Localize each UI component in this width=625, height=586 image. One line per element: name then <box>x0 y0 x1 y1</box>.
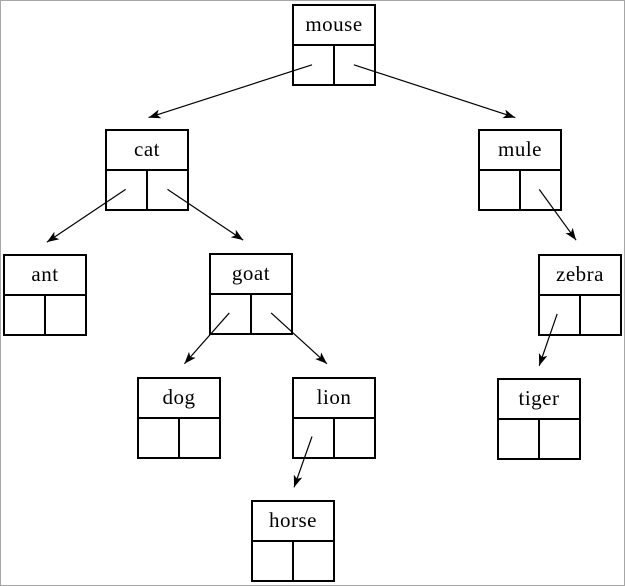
tree-node-dog: dog <box>137 377 221 459</box>
edge-lion-horse <box>293 436 313 488</box>
edge-cat-goat <box>167 188 244 241</box>
left-pointer-cell <box>253 542 294 580</box>
node-label: goat <box>211 255 291 295</box>
node-label: zebra <box>540 256 620 296</box>
node-pointer-cells <box>107 171 187 209</box>
right-pointer-cell <box>148 171 187 209</box>
edge-cat-ant <box>46 188 126 243</box>
node-pointer-cells <box>211 295 291 333</box>
right-pointer-cell <box>46 296 85 334</box>
right-pointer-cell <box>335 419 374 457</box>
edge-mouse-cat <box>148 64 313 119</box>
tree-node-mouse: mouse <box>292 4 376 86</box>
left-pointer-cell <box>540 296 581 334</box>
tree-node-tiger: tiger <box>497 378 581 460</box>
tree-node-cat: cat <box>105 129 189 211</box>
left-pointer-cell <box>107 171 148 209</box>
node-pointer-cells <box>139 419 219 457</box>
node-label: mouse <box>294 6 374 46</box>
edge-goat-dog <box>183 312 230 365</box>
node-label: ant <box>5 256 85 296</box>
left-pointer-cell <box>294 419 335 457</box>
edge-goat-lion <box>270 312 328 365</box>
tree-node-lion: lion <box>292 377 376 459</box>
right-pointer-cell <box>252 295 291 333</box>
tree-node-goat: goat <box>209 253 293 335</box>
edge-zebra-tiger <box>538 313 558 366</box>
right-pointer-cell <box>540 420 579 458</box>
node-pointer-cells <box>294 46 374 84</box>
node-pointer-cells <box>5 296 85 334</box>
left-pointer-cell <box>5 296 46 334</box>
tree-node-zebra: zebra <box>538 254 622 336</box>
node-pointer-cells <box>294 419 374 457</box>
left-pointer-cell <box>211 295 252 333</box>
node-label: tiger <box>499 380 579 420</box>
left-pointer-cell <box>499 420 540 458</box>
left-pointer-cell <box>139 419 180 457</box>
node-pointer-cells <box>480 171 560 209</box>
right-pointer-cell <box>581 296 620 334</box>
node-label: cat <box>107 131 187 171</box>
right-pointer-cell <box>521 171 560 209</box>
right-pointer-cell <box>180 419 219 457</box>
left-pointer-cell <box>294 46 335 84</box>
tree-node-horse: horse <box>251 500 335 582</box>
edge-mouse-mule <box>353 64 516 119</box>
node-label: horse <box>253 502 333 542</box>
node-pointer-cells <box>540 296 620 334</box>
right-pointer-cell <box>294 542 333 580</box>
node-label: mule <box>480 131 560 171</box>
left-pointer-cell <box>480 171 521 209</box>
node-label: dog <box>139 379 219 419</box>
node-pointer-cells <box>253 542 333 580</box>
tree-node-ant: ant <box>3 254 87 336</box>
node-pointer-cells <box>499 420 579 458</box>
right-pointer-cell <box>335 46 374 84</box>
edge-mule-zebra <box>538 189 577 241</box>
node-label: lion <box>294 379 374 419</box>
tree-node-mule: mule <box>478 129 562 211</box>
